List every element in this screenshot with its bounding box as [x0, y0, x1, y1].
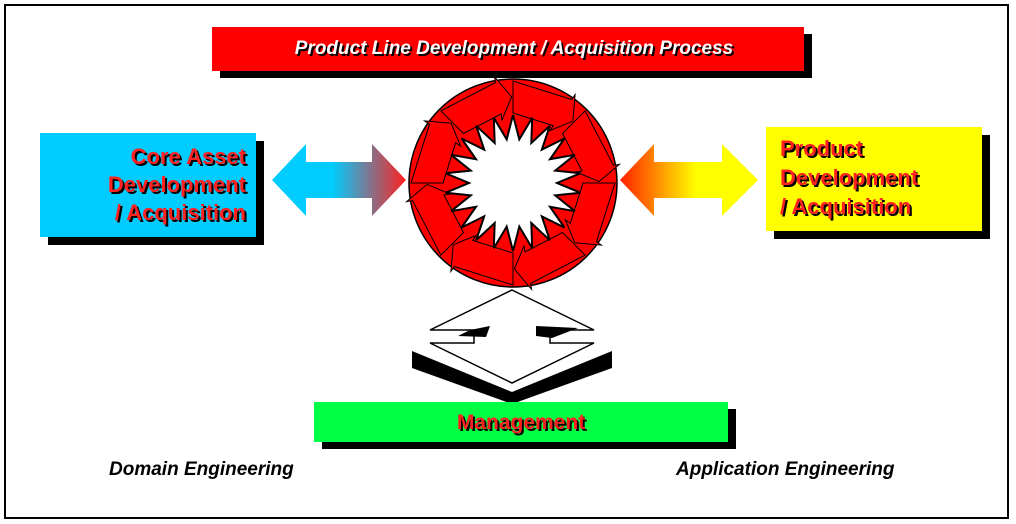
management-box: Management Management	[314, 402, 736, 449]
process-title-fill	[212, 27, 804, 71]
product-line1: Product	[780, 136, 864, 161]
core-asset-line1: Core Asset	[131, 144, 247, 169]
vertical-arrow-shadow	[412, 351, 612, 404]
vertical-double-arrow	[412, 289, 612, 404]
product-line3-shadow: / Acquisition	[782, 196, 913, 221]
process-title-box: Product Line Development / Acquisition P…	[212, 27, 812, 78]
product-line2-shadow: Development	[782, 167, 921, 192]
vertical-arrow-notch-left	[458, 326, 490, 337]
right-double-arrow	[620, 144, 758, 216]
process-title-text: Product Line Development / Acquisition P…	[295, 38, 734, 59]
domain-engineering-caption: Domain Engineering	[109, 459, 294, 480]
core-asset-line3-shadow: / Acquisition	[117, 202, 248, 227]
management-fill	[314, 402, 728, 442]
application-engineering-caption: Application Engineering	[676, 459, 895, 480]
process-cycle-icon	[404, 74, 622, 292]
cycle-arrow-segment	[512, 80, 576, 132]
starburst-center	[445, 114, 581, 252]
product-line1-shadow: Product	[782, 138, 866, 163]
product-box: Product Product Development Development …	[766, 127, 990, 239]
core-asset-line1-shadow: Core Asset	[133, 146, 249, 171]
cycle-arrow-segment	[450, 234, 514, 286]
product-line3: / Acquisition	[780, 194, 911, 219]
cycle-arrow-segment	[564, 182, 616, 246]
management-label: Management	[457, 411, 585, 434]
core-asset-line3: / Acquisition	[115, 200, 246, 225]
cycle-arrow-segment	[561, 110, 622, 183]
core-asset-line2: Development	[108, 172, 247, 197]
core-asset-line2-shadow: Development	[110, 174, 249, 199]
cycle-arrow-segment	[513, 231, 586, 292]
cycle-arrow-segment	[440, 74, 513, 135]
left-double-arrow	[272, 144, 406, 216]
core-asset-box: Core Asset Core Asset Development Develo…	[40, 133, 264, 245]
vertical-arrow-notch-right	[536, 326, 578, 338]
core-asset-fill	[40, 133, 256, 237]
management-label-shadow: Management	[459, 413, 587, 436]
cycle-arrow-outlines	[404, 74, 622, 292]
process-title-text-shadow: Product Line Development / Acquisition P…	[297, 40, 736, 61]
cycle-arrow-segment	[404, 183, 465, 256]
product-fill	[766, 127, 982, 231]
product-line2: Development	[780, 165, 919, 190]
cycle-arrow-segment	[410, 120, 462, 184]
